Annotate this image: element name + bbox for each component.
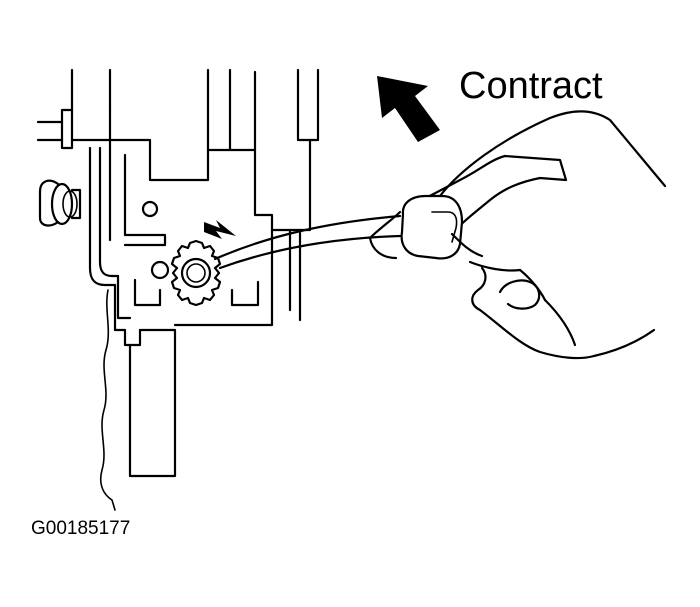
arrow-down-right-icon (204, 220, 236, 239)
adjusting-tool (213, 214, 402, 270)
arrow-up-left-icon (377, 76, 440, 142)
backing-plate (36, 68, 320, 511)
hand (368, 110, 667, 360)
contract-label: Contract (459, 65, 603, 107)
stud (38, 179, 82, 227)
adjuster-star-wheel-icon (170, 239, 222, 307)
figure-code-label: G00185177 (31, 518, 130, 539)
